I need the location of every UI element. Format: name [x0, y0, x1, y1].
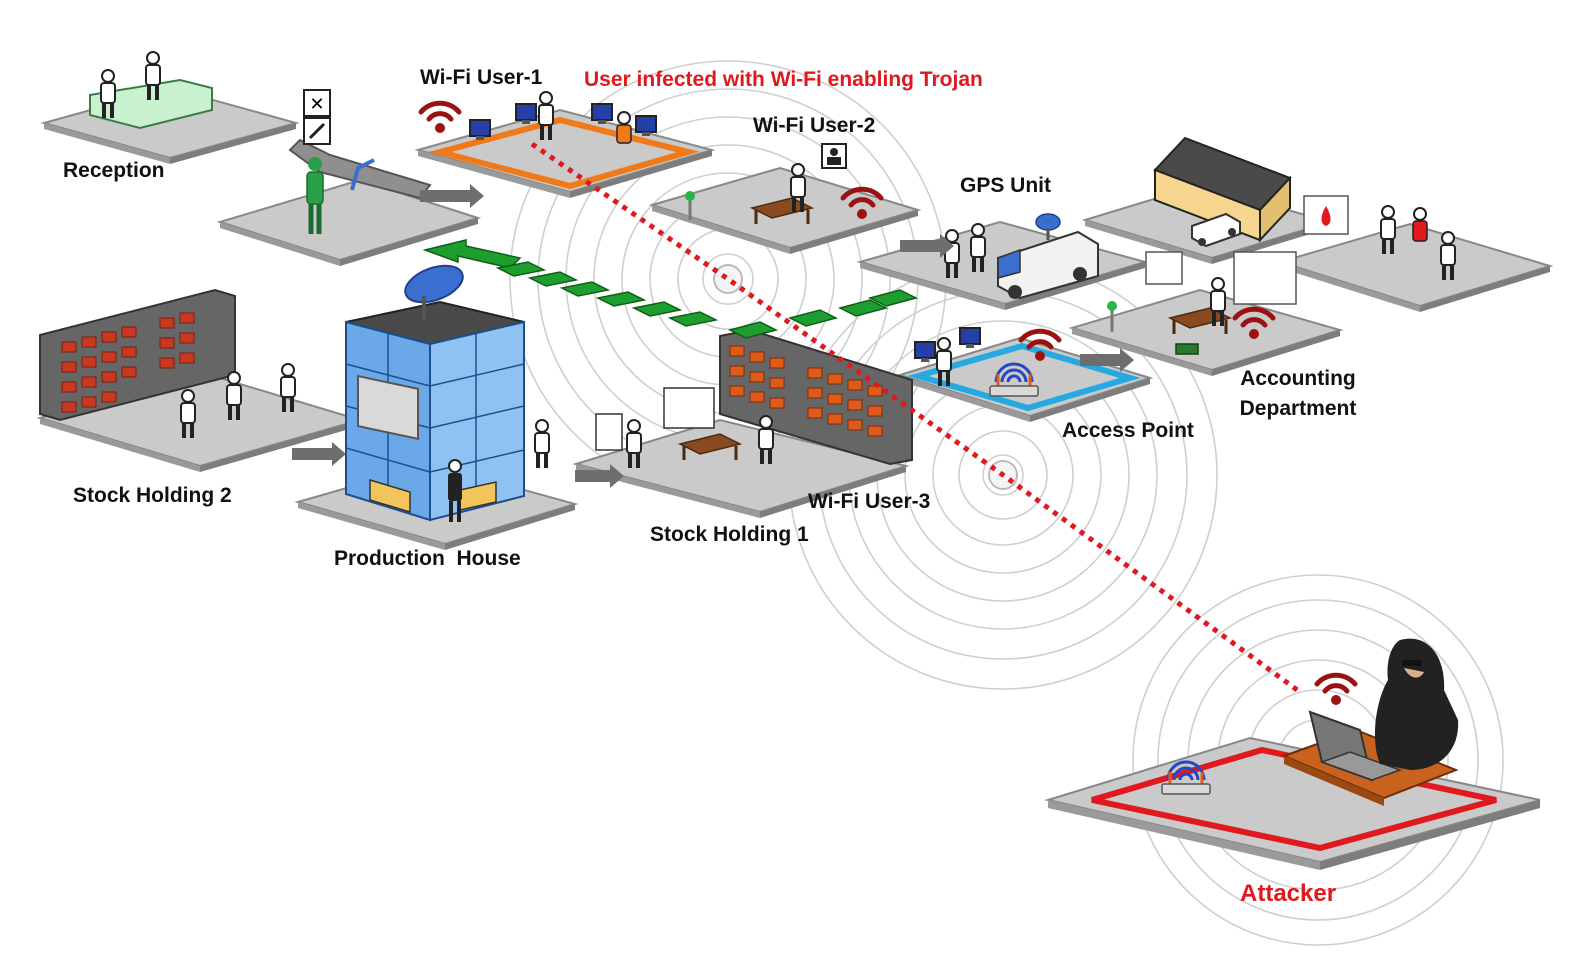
reception-zone	[40, 50, 300, 164]
satellite-dish-icon	[1035, 213, 1061, 240]
tools-cross-icon: ✕	[309, 94, 324, 115]
production-building	[345, 300, 525, 522]
stock-holding-1-zone	[572, 328, 913, 518]
flow-arrow-icon	[575, 464, 624, 488]
attack-path	[530, 141, 1302, 695]
infected-monitor-icon	[515, 103, 537, 125]
infected-user-outline	[428, 116, 700, 190]
blood-drop-icon	[1321, 206, 1331, 226]
delivery-van	[1191, 212, 1241, 248]
label-stock-holding-1: Stock Holding 1	[650, 523, 809, 546]
label-wifi-user-2: Wi-Fi User-2	[753, 114, 876, 137]
label-gps-unit: GPS Unit	[960, 174, 1052, 197]
production-house-zone	[294, 264, 579, 550]
attacker-wifi-icon	[1317, 675, 1355, 705]
label-production-house: Production House	[334, 547, 521, 570]
document-flow-sign	[1233, 251, 1297, 305]
accounting-zone	[1068, 251, 1344, 376]
flow-arrow-icon	[420, 184, 484, 208]
warehouse-zone	[1081, 136, 1349, 264]
access-point-outline	[907, 342, 1141, 412]
assembly-zone: ✕	[216, 89, 484, 266]
stock-holding-2-zone	[36, 288, 364, 472]
gps-truck	[997, 230, 1099, 300]
flow-arrow-icon	[900, 234, 954, 258]
storage-shelf	[719, 328, 913, 466]
monitor-icon	[469, 119, 491, 141]
attacker-outline	[1091, 746, 1497, 852]
wifi-user-1-wifi-icon	[421, 103, 459, 133]
hooded-hacker	[1374, 638, 1459, 770]
factory-worker	[306, 157, 324, 234]
flow-arrow-icon	[1080, 348, 1134, 372]
wrench-icon	[308, 122, 326, 140]
monitor-icon	[959, 327, 981, 349]
monitor-icon	[591, 103, 613, 125]
production-worker	[533, 418, 551, 470]
tools-sign	[303, 89, 331, 117]
card-sign	[1145, 251, 1183, 285]
laptop-icon	[1308, 710, 1403, 782]
wifi-user-2-zone	[648, 143, 922, 254]
label-stock-holding-2: Stock Holding 2	[73, 484, 232, 507]
tools-sign	[595, 413, 623, 451]
antenna-icon	[685, 191, 695, 220]
label-wifi-user-1: Wi-Fi User-1	[420, 66, 543, 89]
data-flow-arrow	[422, 239, 919, 339]
label-reception: Reception	[63, 159, 165, 182]
label-access-point: Access Point	[1062, 419, 1194, 442]
access-point-zone	[896, 327, 1154, 422]
attacker-zone	[1044, 638, 1541, 870]
wifi-user-1-zone	[414, 90, 716, 198]
satellite-dish-icon	[404, 264, 464, 320]
key-sign	[357, 374, 419, 441]
label-accounting-line1: Accounting	[1240, 367, 1356, 390]
label-accounting-department: Accounting Department	[1230, 366, 1366, 421]
antenna-icon	[1107, 301, 1117, 332]
label-infected-note: User infected with Wi-Fi enabling Trojan	[584, 68, 983, 91]
orange-worker	[616, 111, 632, 144]
reception-counter	[89, 78, 213, 130]
chip-icon	[1175, 343, 1199, 355]
monitor-icon	[635, 115, 657, 137]
client-red-person	[1412, 207, 1428, 242]
lab-flask-sign	[663, 387, 715, 429]
clients-zone	[1276, 204, 1554, 312]
label-wifi-user-3: Wi-Fi User-3	[808, 490, 931, 513]
robot-arm-icon	[350, 158, 375, 191]
profile-icon	[830, 148, 838, 156]
label-accounting-line2: Department	[1239, 397, 1357, 421]
storage-shelf	[39, 288, 236, 422]
label-attacker: Attacker	[1240, 880, 1337, 907]
signal-source-ap	[713, 264, 743, 294]
monitor-icon	[914, 341, 936, 363]
gps-unit-zone	[856, 213, 1149, 310]
security-guard	[448, 459, 462, 522]
flow-arrow-icon	[292, 442, 346, 466]
